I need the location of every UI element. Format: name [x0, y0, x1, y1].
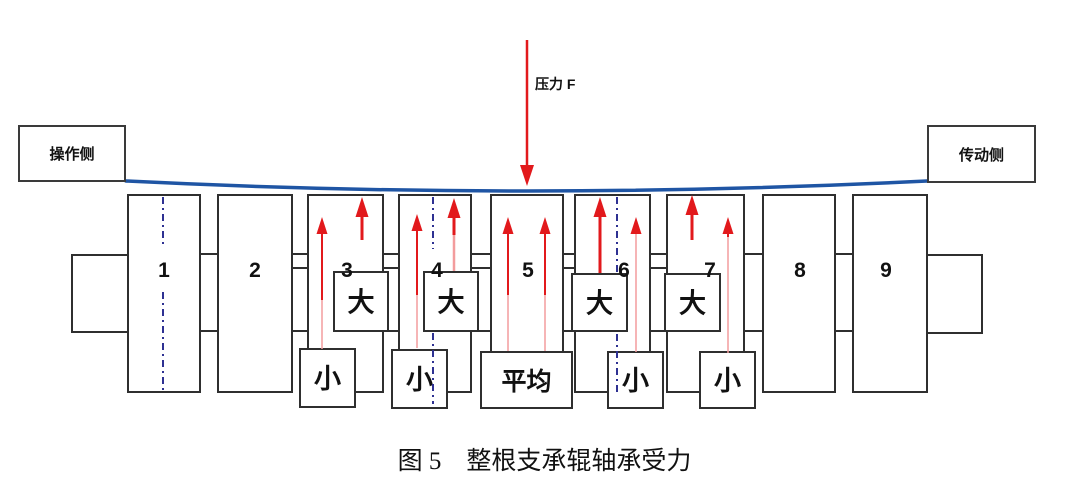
force-arrow-6-left-head — [593, 197, 607, 217]
force-label-big-6: 大 — [586, 289, 613, 319]
force-label-average-5: 平均 — [501, 368, 551, 396]
chock-number-7: 7 — [704, 259, 716, 282]
force-arrow-5-left-head — [502, 217, 514, 234]
force-box-big-3 — [333, 271, 389, 332]
force-arrow-3-left-head — [316, 217, 328, 234]
force-arrow-4-left-head — [411, 214, 423, 231]
force-box-small-7 — [699, 351, 756, 409]
neck-1 — [199, 253, 219, 332]
force-box-big-6 — [571, 273, 628, 332]
force-label-big-7: 大 — [679, 289, 706, 319]
left-shaft-end — [71, 254, 129, 333]
force-label-big-3: 大 — [348, 288, 375, 318]
force-arrow-7-left-head — [685, 195, 699, 215]
chock-number-6: 6 — [618, 259, 630, 282]
chock-8 — [762, 194, 836, 393]
chock-number-2: 2 — [249, 259, 261, 282]
chock-number-4: 4 — [431, 259, 443, 282]
force-arrow-5-right-head — [539, 217, 551, 234]
force-label-small-4: 小 — [406, 365, 433, 395]
figure-caption: 图 5 整根支承辊轴承受力 — [397, 448, 692, 475]
force-arrow-6-right-head — [630, 217, 642, 234]
force-box-small-3 — [299, 348, 356, 408]
roll-deflection-curve — [124, 179, 929, 193]
force-box-small-4 — [391, 349, 448, 409]
chock-number-8: 8 — [794, 259, 806, 282]
force-arrow-3-right-head — [355, 197, 369, 217]
force-arrow-4-right-head — [447, 198, 461, 218]
force-label-small-7: 小 — [714, 366, 741, 396]
force-label-small-3: 小 — [314, 364, 341, 394]
force-box-big-4 — [423, 271, 479, 332]
neck-8 — [834, 253, 854, 332]
chock-number-5: 5 — [522, 259, 534, 282]
drive-side-label: 传动侧 — [958, 146, 1004, 164]
force-label-small-6: 小 — [622, 366, 649, 396]
chock-2 — [217, 194, 293, 393]
chock-number-3: 3 — [341, 259, 353, 282]
drive-side-box: 传动侧 — [927, 125, 1036, 183]
force-box-big-7 — [664, 273, 721, 332]
pressure-arrow-head — [520, 165, 534, 186]
force-box-average-5 — [480, 351, 573, 409]
chock-9 — [852, 194, 928, 393]
neck-2 — [291, 253, 309, 332]
pressure-force-label: 压力 F — [535, 76, 576, 92]
force-arrow-7-right-head — [722, 217, 734, 234]
right-shaft-end — [926, 254, 983, 334]
neck-7 — [743, 253, 764, 332]
operation-side-box: 操作侧 — [18, 125, 126, 182]
operation-side-label: 操作侧 — [49, 146, 95, 163]
chock-number-1: 1 — [158, 259, 170, 282]
force-label-big-4: 大 — [438, 288, 465, 318]
chock-number-9: 9 — [880, 259, 892, 282]
